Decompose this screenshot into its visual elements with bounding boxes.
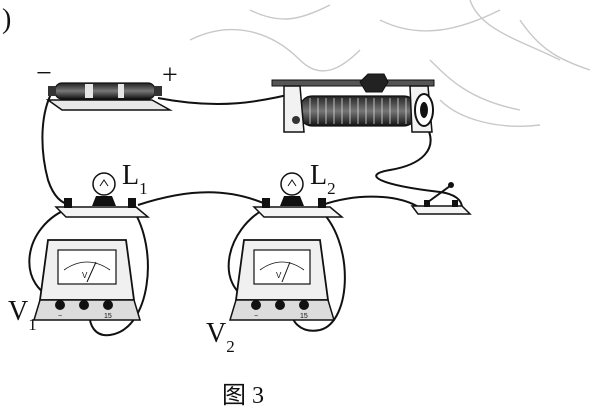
voltmeter-v1: V − 15 (32, 239, 142, 321)
rheostat (271, 73, 435, 133)
wire-battery-to-lamp1 (41, 91, 71, 206)
lamp-l1 (54, 172, 151, 218)
switch (410, 182, 472, 215)
voltmeter-v2: V − 15 (228, 239, 336, 321)
wire-v2-right (290, 207, 346, 332)
lamp-l2-subscript: 2 (327, 179, 336, 198)
lamp-l1-label: L1 (122, 160, 148, 198)
v1-minus-terminal-label: − (58, 313, 62, 320)
v1-unit-label: V (82, 271, 88, 280)
lamp-l1-subscript: 1 (139, 179, 148, 198)
voltmeter-v2-subscript: 2 (226, 337, 235, 356)
battery-minus-sign: − (36, 58, 52, 89)
battery (45, 82, 173, 111)
voltmeter-v1-label: V1 (8, 296, 37, 334)
v1-range-label: 15 (104, 313, 112, 320)
voltmeter-v2-label: V2 (206, 318, 235, 356)
wire-rheostat-to-switch (375, 124, 463, 209)
paren-mark: ) (2, 4, 12, 35)
lamp-l2-label: L2 (310, 160, 336, 198)
wire-lamp1-to-lamp2 (137, 191, 269, 206)
lamp-l1-letter: L (122, 160, 140, 191)
voltmeter-v2-letter: V (206, 318, 227, 349)
background-sketch (189, 0, 591, 127)
battery-plus-sign: + (162, 60, 178, 91)
wire-battery-to-rheostat (157, 91, 301, 105)
wire-lamp2-to-switch (321, 195, 421, 209)
wire-v1-right (88, 207, 149, 337)
v2-unit-label: V (276, 271, 282, 280)
voltmeter-v1-letter: V (8, 296, 29, 327)
voltmeter-v1-subscript: 1 (28, 315, 37, 334)
v2-minus-terminal-label: − (254, 313, 258, 320)
figure-caption: 图 3 (222, 383, 264, 409)
v2-range-label: 15 (300, 313, 308, 320)
lamp-l2-letter: L (310, 160, 328, 191)
lamp-l2 (252, 172, 345, 218)
